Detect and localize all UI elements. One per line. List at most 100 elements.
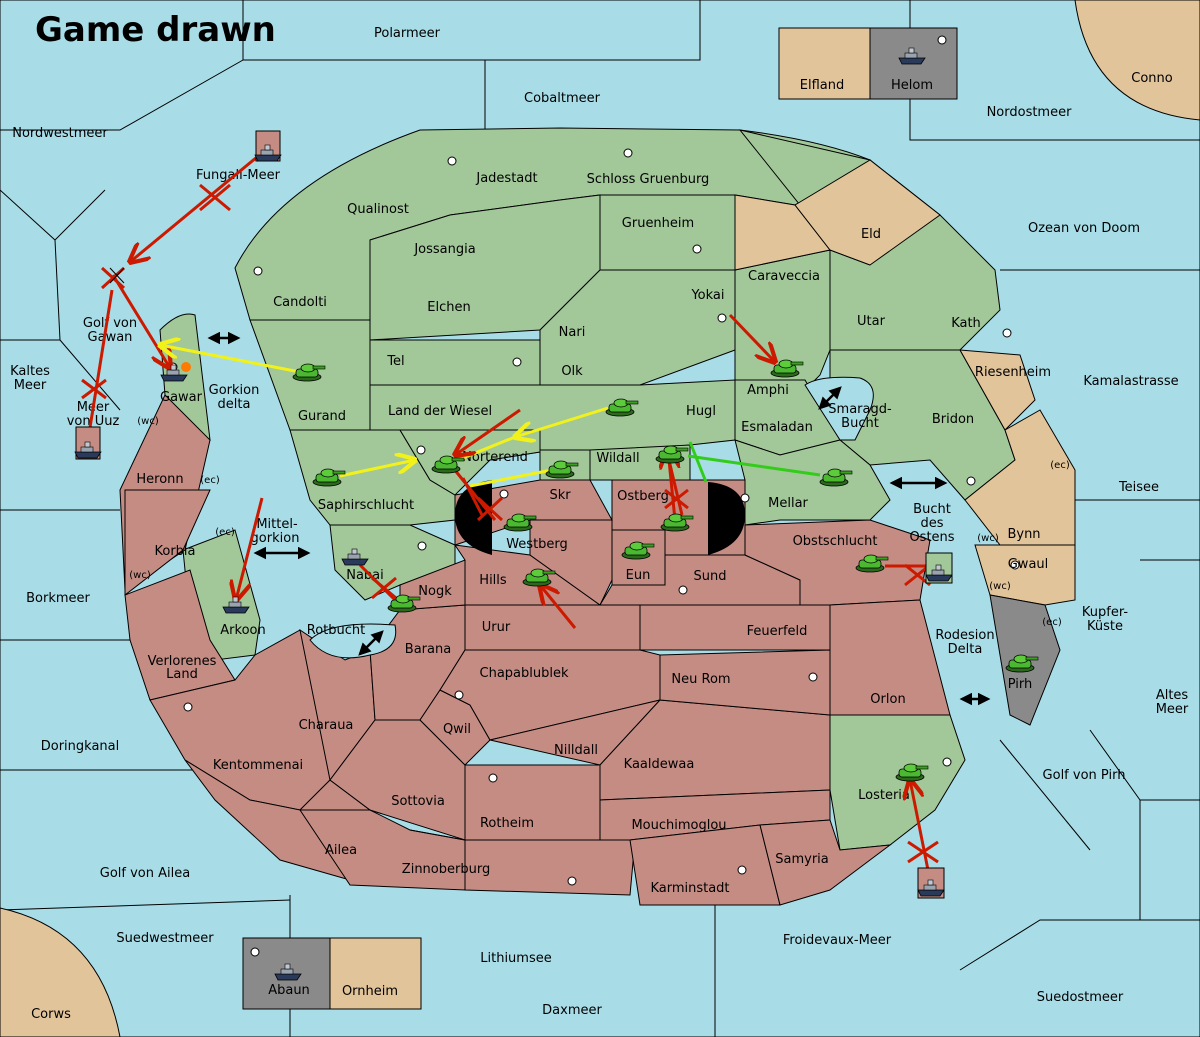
sea-label: Ozean von Doom [1028,221,1140,236]
land-label: Qwil [443,722,471,737]
land-label: Bridon [932,412,974,427]
land-label: Qualinost [347,202,409,217]
coast-label: (ec) [1042,617,1062,628]
ornheim-land [329,937,422,1010]
sea-label: Teisee [1118,480,1159,495]
land-label: Eld [861,227,881,242]
coast-label: (ec) [200,475,220,486]
land-label: Mouchimoglou [631,818,726,833]
land-label: Skr [549,488,571,503]
sea-label: Rotbucht [307,623,365,638]
sea-label: des [920,516,943,531]
land-label: Zinnoberburg [402,862,490,877]
land-label: Kaaldewaa [624,757,695,772]
sea-label: Kupfer- [1082,605,1128,620]
sea-label: Borkmeer [26,591,90,606]
land-label: Sottovia [391,794,445,809]
land-label: Orlon [870,692,905,707]
land-label: Bynn [1007,527,1040,542]
land-label: Elfland [800,78,844,93]
land-label: Feuerfeld [747,624,808,639]
land-label: Mellar [768,496,808,511]
land-label: Wildall [596,451,639,466]
coast-label: (wc) [989,581,1011,592]
land-label: Abaun [268,983,310,998]
sea-label: Meer [1156,702,1189,717]
land-label: Jossangia [413,242,475,257]
sea-label: von Uuz [67,414,120,429]
sea-label: Lithiumsee [480,951,551,966]
elfland-land [778,27,871,100]
land-label: Helom [891,78,933,93]
sea-label: Ostens [909,530,954,545]
sea-label: Bucht [913,502,951,517]
coast-label: (ec) [1050,460,1070,471]
land-label: Amphi [747,383,789,398]
coast-label: (wc) [977,533,999,544]
land-label: Chapablublek [480,666,569,681]
sea-label: Polarmeer [374,26,441,41]
coast-label: (ec) [215,527,235,538]
adjacency-arrows [207,331,991,706]
land-label: Verlorenes [148,654,217,669]
land-label: Gurand [298,409,346,424]
land-label: Candolti [273,295,327,310]
land-label: Eun [626,568,651,583]
land-label: Utar [857,314,886,329]
sea-label: Golf von Ailea [100,866,190,881]
land-label: Nilldall [554,743,598,758]
sea-label: Fungali-Meer [196,168,281,183]
red-territories [119,394,951,906]
land-label: Land der Wiesel [388,404,492,419]
land-label: Schloss Gruenburg [587,172,710,187]
land-label: Neu Rom [671,672,730,687]
sea-label: Küste [1087,619,1123,634]
land-labels: Jadestadt Schloss Gruenburg Qualinost Gr… [31,71,1173,1022]
land-label: Westberg [506,537,568,552]
land-label: Elchen [427,300,470,315]
land-label: Nari [559,325,586,340]
sea-label: gorkion [251,531,300,546]
tan-territories [734,159,1076,606]
land-label: Arkoon [220,623,265,638]
failed-order-marks [81,183,939,864]
coast-label: (wc) [137,416,159,427]
land-label: Ailea [325,843,357,858]
land-label: Samyria [775,852,829,867]
sea-label: Rodesion [935,628,994,643]
sea-label: Nordostmeer [987,105,1073,120]
land-label: Gawar [160,390,203,405]
land-label: Losteria [858,788,910,803]
sea-label: Smaragd- [828,402,892,417]
sea-label: Golf von [83,316,137,331]
land-label: Sund [694,569,727,584]
land-label: Norterend [462,450,528,465]
coast-label: (wc) [129,570,151,581]
land-label: Hills [479,573,507,588]
sea-label: Altes [1156,688,1189,703]
land-label: Heronn [136,472,183,487]
sea-labels: Polarmeer Cobaltmeer Nordwestmeer Nordos… [10,26,1189,1018]
land-label: Barana [405,642,451,657]
sea-label: Mittel- [256,517,298,532]
land-label: Rotheim [480,816,534,831]
land-label: Charaua [299,718,354,733]
conno-land [1074,0,1200,121]
impassable-west [455,480,492,555]
sea-label: Golf von Pirh [1043,768,1126,783]
land-label: Ostberg [617,489,669,504]
land-label: Karminstadt [650,881,729,896]
sea-label: Kamalastrasse [1083,374,1178,389]
land-label: Pirh [1008,677,1033,692]
sea-label: Gorkion [209,383,260,398]
land-label: Saphirschlucht [318,498,414,513]
dislodged-marker [181,362,191,372]
land-label: Land [166,667,198,682]
land-label: Kentommenai [213,758,303,773]
sea-label: Cobaltmeer [524,91,601,106]
sea-label: Suedwestmeer [116,931,214,946]
sea-label: Suedostmeer [1037,990,1124,1005]
corws-land [0,907,121,1037]
land-label: Korbia [154,544,195,559]
